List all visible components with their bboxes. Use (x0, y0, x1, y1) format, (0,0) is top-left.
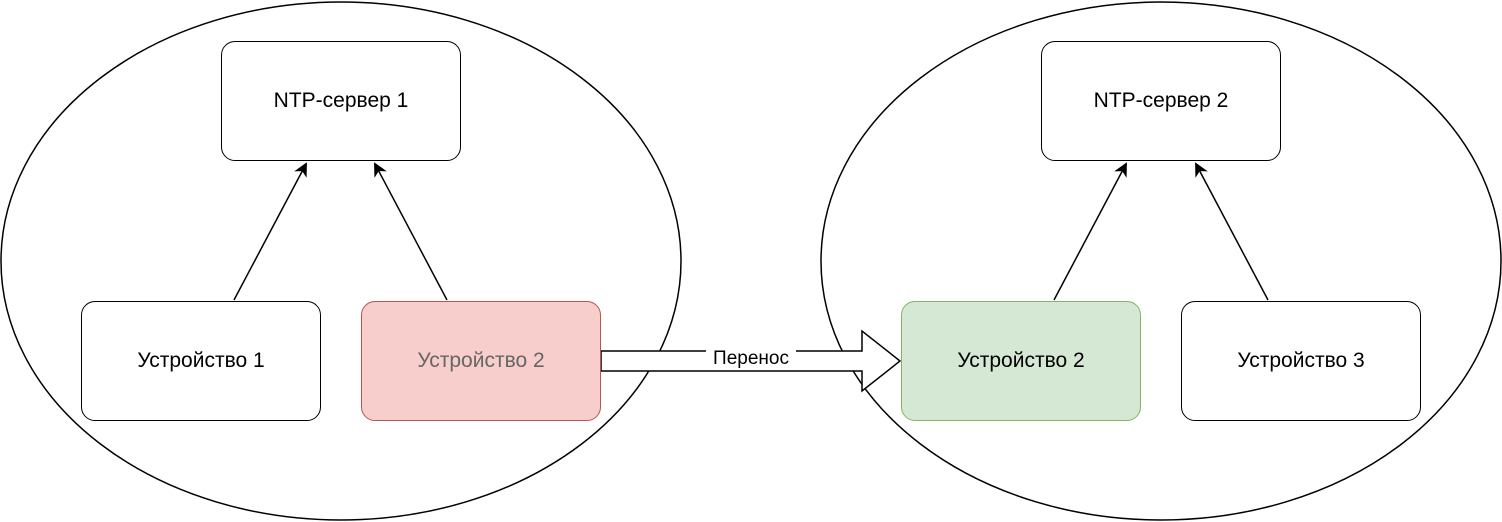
device-2-source-label: Устройство 2 (417, 349, 545, 372)
transfer-label: Перенос (706, 348, 796, 370)
network-1-boundary (0, 1, 682, 521)
ntp-server-1-label: NTP-сервер 1 (273, 89, 409, 112)
ntp-server-1: NTP-сервер 1 (221, 41, 461, 161)
device-3-label: Устройство 3 (1237, 349, 1365, 372)
device-2-target: Устройство 2 (901, 301, 1141, 421)
device-2-source: Устройство 2 (361, 301, 601, 421)
link-device-2-to-server-2 (1053, 162, 1127, 301)
network-2-boundary (820, 1, 1502, 521)
device-1-label: Устройство 1 (137, 349, 265, 372)
device-3: Устройство 3 (1181, 301, 1421, 421)
ntp-server-2-label: NTP-сервер 2 (1093, 89, 1229, 112)
device-1: Устройство 1 (81, 301, 321, 421)
link-device-3-to-server-2 (1195, 162, 1269, 301)
ntp-server-2: NTP-сервер 2 (1041, 41, 1281, 161)
link-device-2-to-server-1 (374, 162, 448, 301)
device-2-target-label: Устройство 2 (957, 349, 1085, 372)
link-device-1-to-server-1 (233, 162, 307, 301)
